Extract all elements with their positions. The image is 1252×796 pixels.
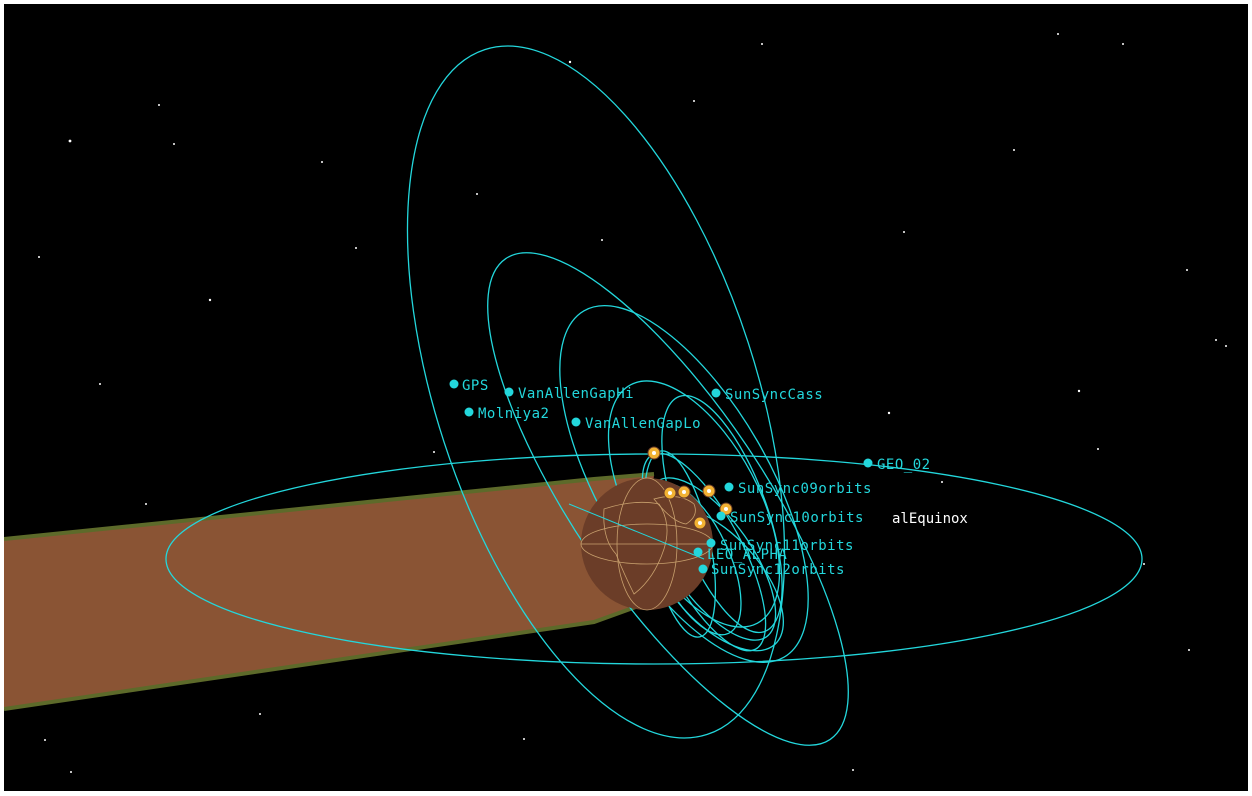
satellite-markers[interactable]: GPS VanAllenGapHi SunSyncCass Molniya2 V…: [449, 378, 931, 578]
satellite-label: VanAllenGapHi: [518, 386, 634, 402]
satellite-label: GEO_02: [877, 457, 931, 473]
satellite-sunsynccass: SunSyncCass: [711, 387, 823, 403]
earth-shadow-beam: [4, 472, 655, 711]
satellite-label: SunSync09orbits: [738, 481, 872, 497]
3d-scene-viewport[interactable]: alEquinox GPS VanAllenGapHi SunSyncCass …: [4, 4, 1248, 791]
satellite-sunsync10: SunSync10orbits: [716, 510, 864, 526]
satellite-gps: GPS: [449, 378, 489, 394]
satellite-label: VanAllenGapLo: [585, 416, 701, 432]
satellite-sunsync12: SunSync12orbits: [698, 562, 845, 578]
satellite-molniya2: Molniya2: [464, 406, 549, 422]
satellite-label: LEO_ALPHA: [707, 547, 787, 563]
satellite-sunsync09: SunSync09orbits: [724, 481, 872, 497]
satellite-label: SunSyncCass: [725, 387, 823, 403]
satellite-vanallengaphi: VanAllenGapHi: [504, 386, 634, 402]
vernal-equinox-label: alEquinox: [892, 511, 968, 527]
map-pin-icon: [693, 516, 707, 530]
satellite-label: GPS: [462, 378, 489, 394]
satellite-label: SunSync10orbits: [730, 510, 864, 526]
map-pin-icon: [677, 485, 691, 499]
map-pin-icon: [663, 486, 677, 500]
satellite-label: SunSync11orbits: [720, 538, 854, 554]
orbit-gps: [406, 45, 786, 739]
satellite-vanallengaplo: VanAllenGapLo: [571, 416, 701, 432]
satellite-label: SunSync12orbits: [711, 562, 845, 578]
satellite-label: Molniya2: [478, 406, 549, 422]
map-pin-icon: [647, 446, 661, 460]
orbit-scene[interactable]: alEquinox GPS VanAllenGapHi SunSyncCass …: [4, 4, 1248, 791]
satellite-geo02: GEO_02: [863, 457, 931, 473]
orbit-paths: [165, 45, 1143, 746]
map-pin-icon: [702, 484, 716, 498]
satellite-leoalpha: LEO_ALPHA: [693, 547, 787, 563]
satellite-sunsync11: SunSync11orbits: [706, 538, 854, 554]
